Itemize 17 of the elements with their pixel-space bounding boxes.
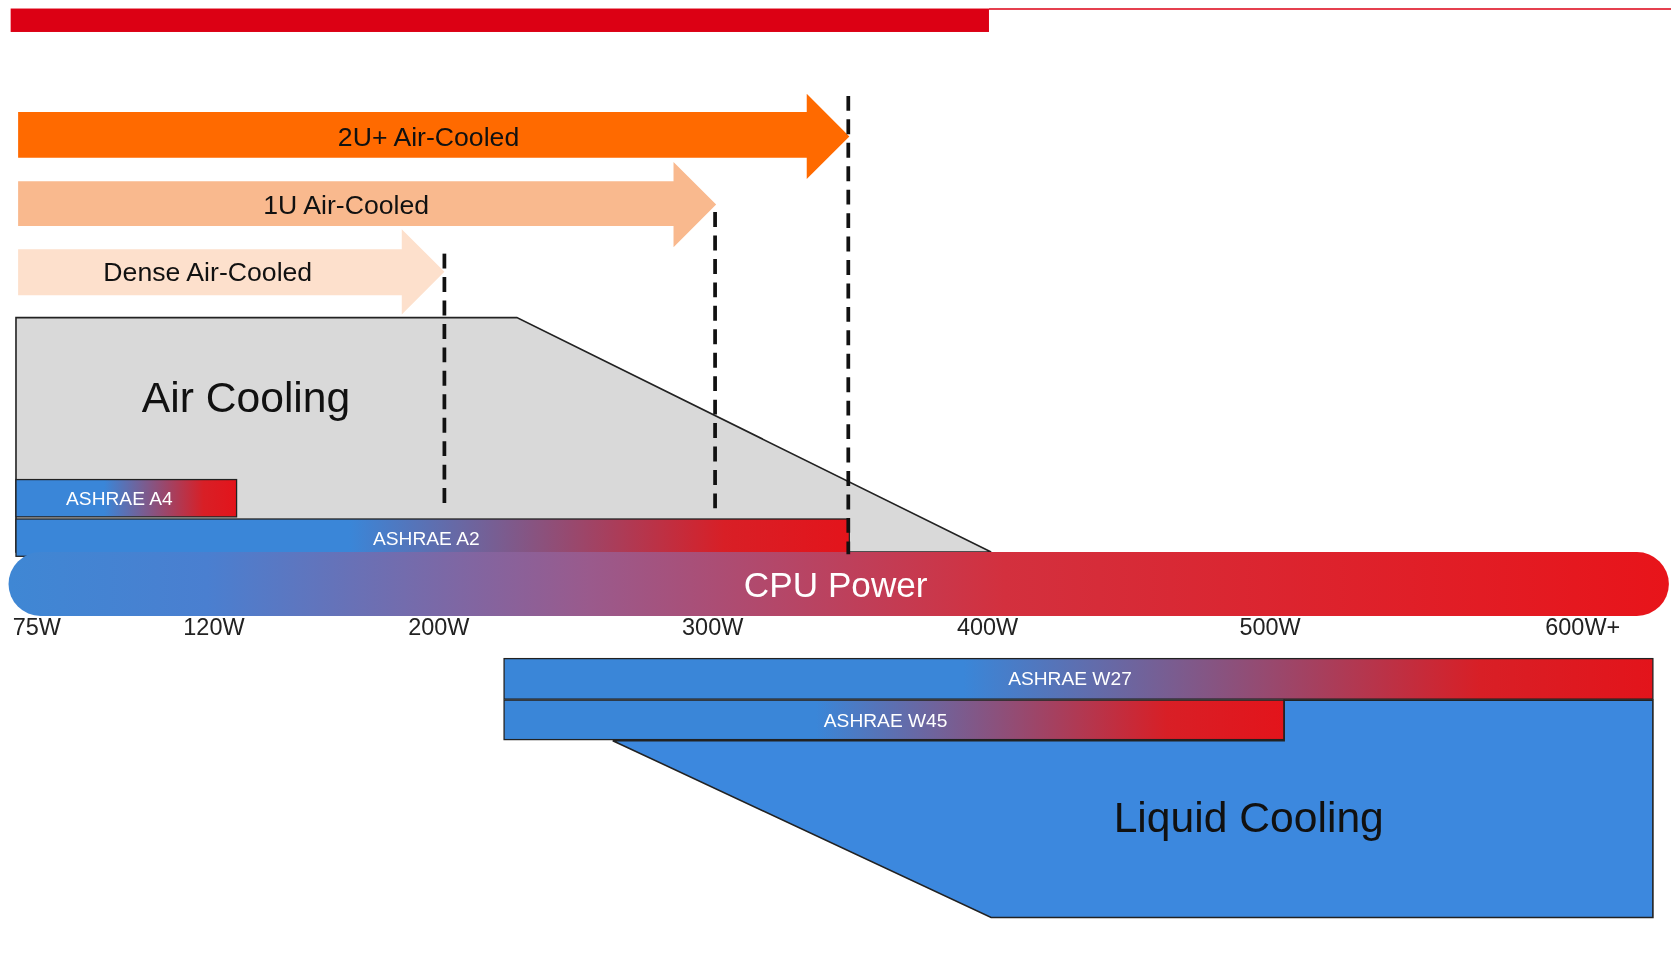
axis-title: CPU Power (743, 566, 928, 602)
tick-label: 75W (12, 615, 61, 640)
tick-label: 500W (1239, 615, 1301, 640)
tick-label: 400W (957, 615, 1019, 640)
arrow-label: Dense Air-Cooled (103, 258, 313, 286)
arrow-label: 2U+ Air-Cooled (337, 123, 520, 150)
tick-label: 600W+ (1545, 615, 1621, 640)
tick-label: 200W (408, 615, 470, 640)
bar-label: ASHRAE W27 (1008, 669, 1132, 689)
bar-label: ASHRAE W45 (823, 710, 948, 730)
tick-label: 120W (183, 615, 245, 640)
bar-label: ASHRAE A2 (373, 528, 480, 548)
region-title: Air Cooling (141, 376, 351, 419)
bar-label: ASHRAE A4 (66, 488, 173, 508)
region-title: Liquid Cooling (1113, 796, 1384, 839)
tick-label: 300W (682, 615, 744, 640)
arrow-label: 1U Air-Cooled (263, 191, 430, 218)
